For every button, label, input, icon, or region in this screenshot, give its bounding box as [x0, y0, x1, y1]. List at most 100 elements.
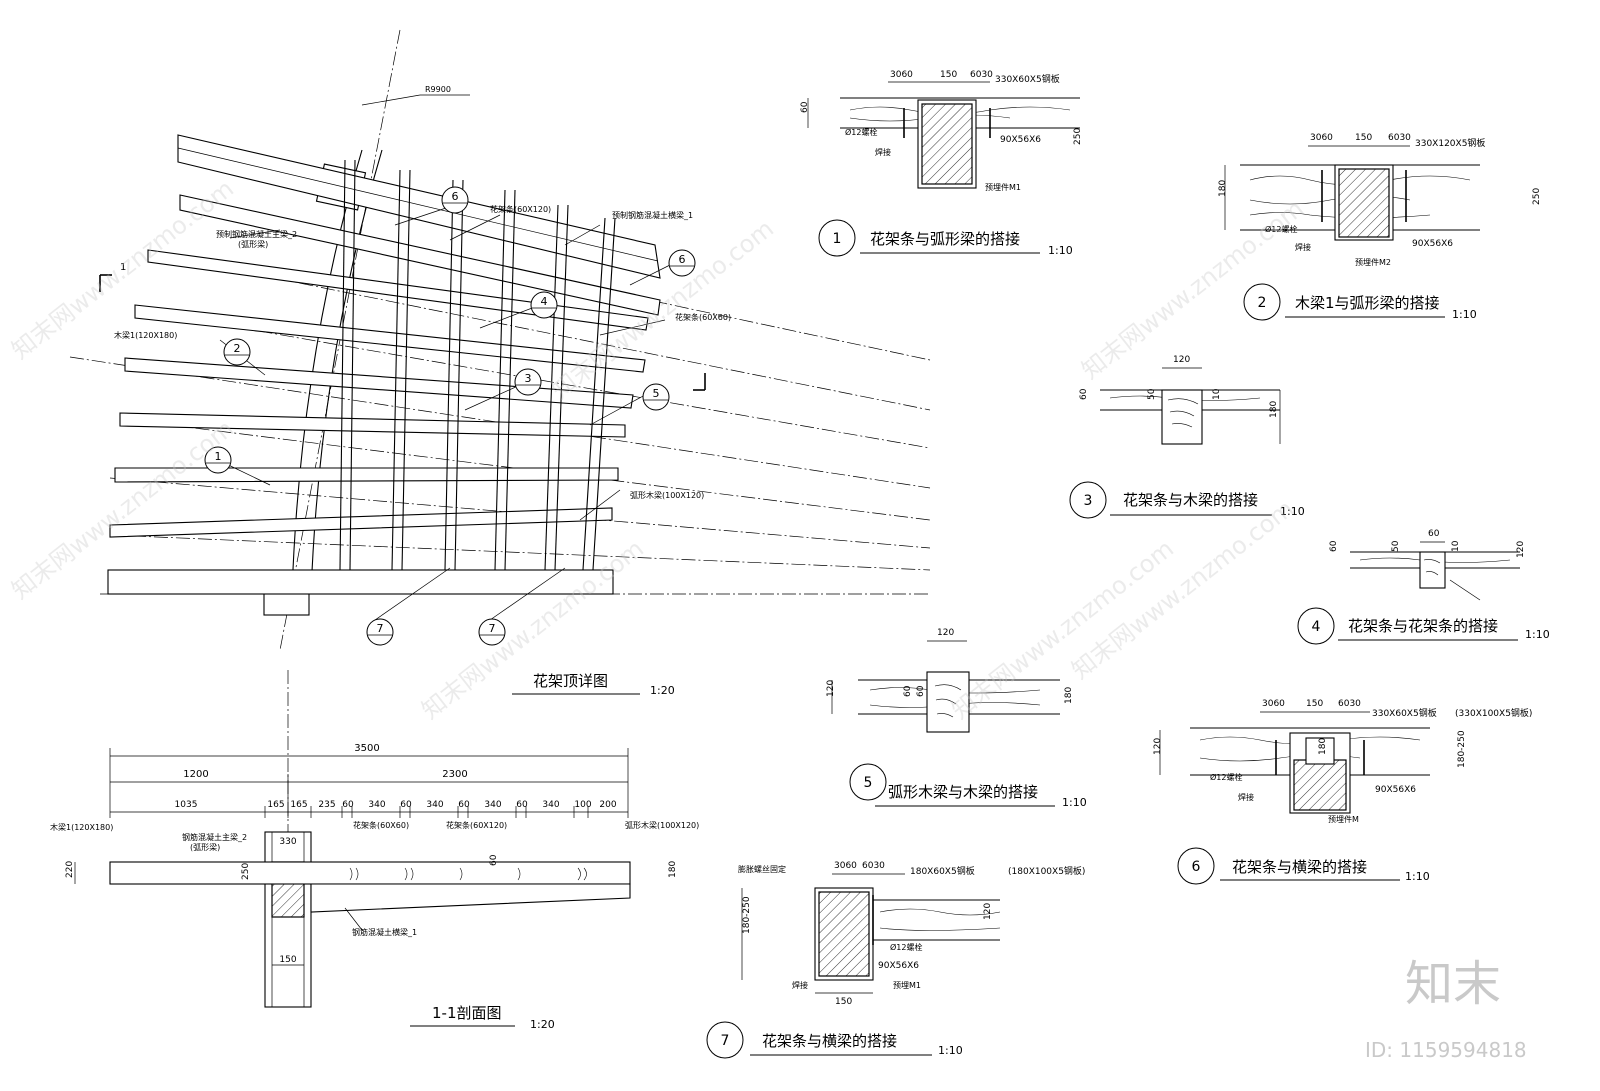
svg-text:150: 150	[1306, 699, 1323, 709]
svg-text:340: 340	[484, 800, 501, 810]
svg-text:220: 220	[65, 861, 75, 878]
svg-text:焊接: 焊接	[875, 147, 891, 157]
detail-1: 3060 150 6030 330X60X5钢板 60 250 Ø12螺栓 90…	[800, 70, 1083, 257]
svg-text:3060: 3060	[1262, 699, 1285, 709]
svg-text:预埋M1: 预埋M1	[893, 980, 921, 990]
image-id: ID: 1159594818	[1365, 1038, 1527, 1062]
svg-text:6030: 6030	[862, 861, 885, 871]
svg-text:1:10: 1:10	[1452, 308, 1477, 321]
svg-text:3: 3	[1084, 493, 1093, 509]
svg-text:60: 60	[489, 854, 499, 866]
svg-text:120: 120	[826, 680, 836, 697]
detail-4-badge: 4	[1297, 607, 1335, 645]
svg-text:6030: 6030	[970, 70, 993, 80]
svg-text:250: 250	[241, 863, 251, 880]
svg-text:Ø12螺栓: Ø12螺栓	[1210, 772, 1242, 782]
precast-cross-beam-1	[177, 134, 661, 279]
section-mark-left: 1	[99, 262, 126, 292]
svg-text:150: 150	[279, 955, 296, 965]
detail-7: 膨胀螺丝固定 3060 6030 180X60X5钢板 (180X100X5钢板…	[706, 861, 1085, 1059]
svg-text:120: 120	[1173, 355, 1190, 365]
section-1-1: 3500 1200 2300 1035 165 165 235 60 340 6…	[50, 670, 699, 1031]
detail-ref-7b[interactable]: 7	[478, 618, 506, 646]
svg-text:2: 2	[1258, 295, 1267, 311]
svg-text:花架条(60X60): 花架条(60X60)	[353, 820, 409, 830]
svg-text:90X56X6: 90X56X6	[878, 961, 919, 971]
rc-beam-1-label: 预制钢筋混凝土横梁_1	[612, 210, 693, 220]
svg-text:花架条与横梁的搭接: 花架条与横梁的搭接	[1232, 858, 1367, 876]
detail-2-badge: 2	[1243, 283, 1281, 321]
svg-text:340: 340	[542, 800, 559, 810]
rafter-60x60-label: 花架条(60X60)	[675, 312, 731, 322]
svg-text:预埋件M: 预埋件M	[1328, 814, 1359, 824]
svg-text:10: 10	[1451, 540, 1461, 552]
detail-4: 60 60 50 10 120 4 花架条与花架条的搭接 1:10	[1297, 529, 1550, 645]
detail-ref-6a[interactable]: 6	[441, 186, 469, 214]
svg-text:3: 3	[525, 372, 532, 385]
svg-text:10: 10	[1212, 388, 1222, 400]
svg-text:1:10: 1:10	[1405, 870, 1430, 883]
detail-ref-4[interactable]: 4	[530, 291, 558, 319]
section-mark-right	[693, 373, 706, 391]
svg-text:钢筋混凝土横梁_1: 钢筋混凝土横梁_1	[352, 927, 417, 937]
svg-text:120: 120	[1153, 738, 1163, 755]
svg-text:60: 60	[1428, 529, 1440, 539]
svg-text:1:10: 1:10	[938, 1044, 963, 1057]
svg-text:60: 60	[916, 685, 926, 697]
svg-text:180: 180	[1269, 401, 1279, 418]
svg-text:1:10: 1:10	[1525, 628, 1550, 641]
svg-text:1:10: 1:10	[1062, 796, 1087, 809]
svg-text:60: 60	[516, 800, 528, 810]
svg-text:60: 60	[1329, 540, 1339, 552]
detail-ref-2[interactable]: 2	[223, 338, 251, 366]
detail-ref-7a[interactable]: 7	[366, 618, 394, 646]
pergola-plan: 6 6 4 2 3 5 1 7 7 1 R9900 预制钢筋混凝土主梁_2 (弧…	[69, 29, 931, 697]
svg-text:165: 165	[290, 800, 307, 810]
svg-text:165: 165	[267, 800, 284, 810]
detail-ref-3[interactable]: 3	[514, 368, 542, 396]
svg-text:330X60X5钢板: 330X60X5钢板	[1372, 707, 1437, 719]
svg-text:330: 330	[279, 837, 296, 847]
svg-text:2300: 2300	[442, 769, 467, 780]
svg-text:180: 180	[1318, 738, 1328, 755]
svg-text:1200: 1200	[183, 769, 208, 780]
rc-beam-2-note: (弧形梁)	[238, 239, 268, 249]
svg-text:180X60X5钢板: 180X60X5钢板	[910, 865, 975, 877]
svg-text:木梁1与弧形梁的搭接: 木梁1与弧形梁的搭接	[1295, 294, 1440, 312]
bottom-cross-beam	[107, 569, 614, 595]
svg-text:330X120X5钢板: 330X120X5钢板	[1415, 137, 1485, 149]
svg-text:60: 60	[903, 685, 913, 697]
svg-text:花架条与弧形梁的搭接: 花架条与弧形梁的搭接	[870, 230, 1020, 248]
svg-text:120: 120	[937, 628, 954, 638]
svg-text:1: 1	[215, 450, 222, 463]
brand-mark: 知末	[1405, 956, 1501, 1012]
svg-text:150: 150	[940, 70, 957, 80]
svg-text:7: 7	[489, 622, 496, 635]
svg-text:4: 4	[1312, 619, 1321, 635]
svg-text:6: 6	[679, 253, 686, 266]
svg-text:6030: 6030	[1338, 699, 1361, 709]
svg-text:340: 340	[426, 800, 443, 810]
svg-text:焊接: 焊接	[1295, 242, 1311, 252]
detail-2: 3060 150 6030 330X120X5钢板 180 250 Ø12螺栓 …	[1218, 133, 1542, 321]
svg-text:180-250: 180-250	[742, 896, 752, 934]
svg-text:3060: 3060	[834, 861, 857, 871]
svg-text:Ø12螺栓: Ø12螺栓	[845, 127, 877, 137]
svg-text:预埋件M2: 预埋件M2	[1355, 257, 1391, 267]
svg-text:钢筋混凝土主梁_2: 钢筋混凝土主梁_2	[182, 832, 247, 842]
detail-ref-1[interactable]: 1	[204, 446, 232, 474]
svg-text:1:10: 1:10	[1280, 505, 1305, 518]
detail-5-badge: 5	[849, 763, 887, 801]
svg-text:1:10: 1:10	[1048, 244, 1073, 257]
svg-text:花架条与横梁的搭接: 花架条与横梁的搭接	[762, 1032, 897, 1050]
svg-text:4: 4	[541, 295, 548, 308]
detail-ref-5[interactable]: 5	[642, 383, 670, 411]
svg-text:6: 6	[452, 190, 459, 203]
detail-ref-6b[interactable]: 6	[668, 249, 696, 277]
svg-text:7: 7	[377, 622, 384, 635]
svg-text:3060: 3060	[1310, 133, 1333, 143]
svg-text:180: 180	[1064, 687, 1074, 704]
svg-text:知末网www.znzmo.com: 知末网www.znzmo.com	[416, 534, 649, 724]
